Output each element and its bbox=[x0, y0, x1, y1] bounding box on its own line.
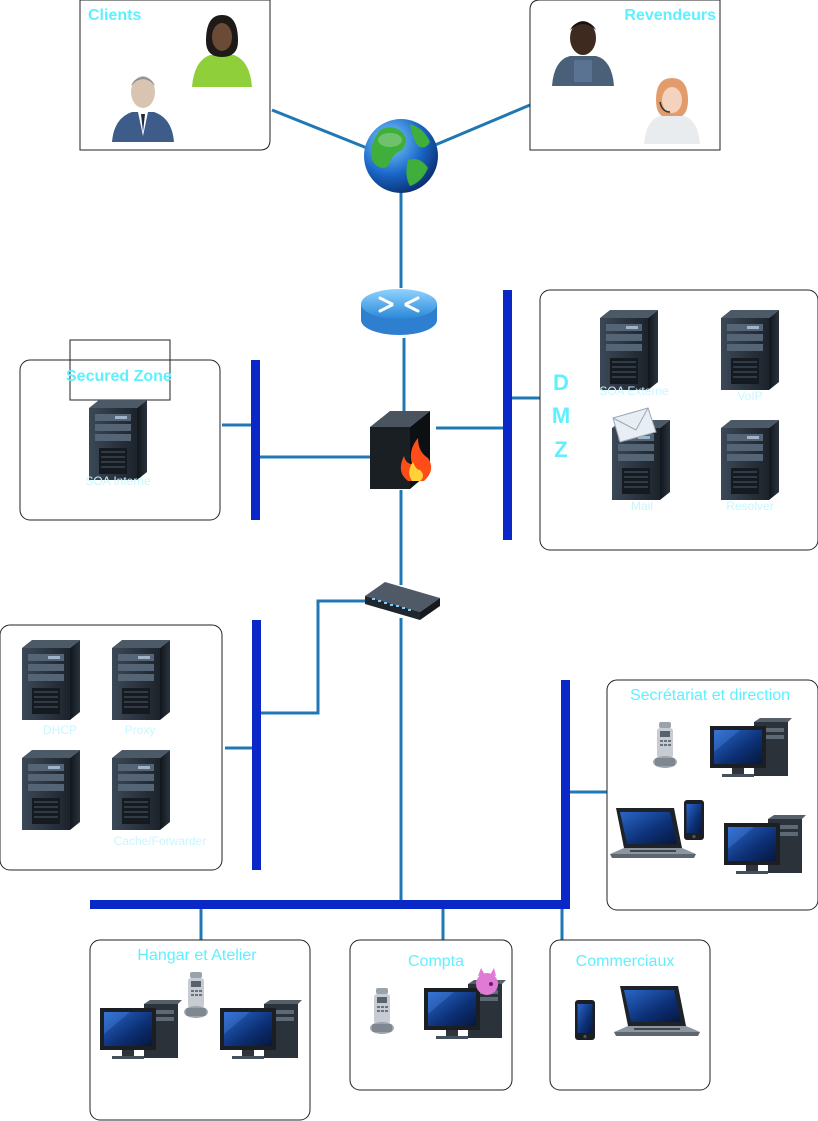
label-soa-externe: SOA Externe bbox=[599, 384, 669, 398]
label-voip: VoIP bbox=[737, 389, 762, 403]
piggy-bank-icon bbox=[476, 968, 498, 995]
label-cache-forwarder: Cache/Forwarder bbox=[114, 834, 207, 848]
dmz-letter-z: Z bbox=[554, 437, 567, 462]
label-mail: Mail bbox=[631, 499, 653, 513]
person-icon-client-man bbox=[112, 76, 174, 142]
person-icon-reseller-operator bbox=[644, 78, 700, 144]
server-icon-resolver bbox=[720, 419, 780, 501]
server-icon-dhcp bbox=[21, 639, 81, 721]
secretariat-box bbox=[606, 679, 818, 911]
commerciaux-title: Commerciaux bbox=[576, 953, 675, 970]
revendeurs-title: Revendeurs bbox=[624, 7, 716, 24]
link-revendeurs-internet bbox=[427, 103, 531, 150]
globe-icon bbox=[364, 119, 438, 193]
switch-icon bbox=[365, 582, 440, 620]
hangar-box bbox=[89, 939, 311, 1121]
person-icon-client-woman bbox=[192, 15, 252, 87]
connection-links bbox=[199, 103, 607, 945]
secured-zone-title: Secured Zone bbox=[66, 368, 172, 385]
server-icon-soa-externe bbox=[599, 309, 659, 391]
server-icon-voip bbox=[720, 309, 780, 391]
bus-secretariat bbox=[561, 680, 570, 908]
compta-title: Compta bbox=[408, 953, 464, 970]
server-icon-cache-forwarder bbox=[111, 749, 171, 831]
server-icon-proxy bbox=[111, 639, 171, 721]
label-proxy: Proxy bbox=[125, 723, 156, 737]
bus-services bbox=[252, 620, 261, 870]
label-soa-interne: SOA Interne bbox=[85, 474, 151, 488]
smartphone-icon-commerciaux bbox=[575, 1000, 595, 1040]
bus-bars bbox=[90, 290, 570, 909]
dmz-letter-d: D bbox=[553, 370, 569, 395]
link-clients-internet bbox=[271, 108, 373, 152]
label-dhcp: DHCP bbox=[43, 723, 77, 737]
person-icon-reseller-man bbox=[552, 21, 614, 86]
bus-secured-zone bbox=[251, 360, 260, 520]
label-resolver: Resolver bbox=[726, 499, 773, 513]
bus-dmz bbox=[503, 290, 512, 540]
server-icon-soa-interne bbox=[88, 399, 148, 481]
mail-icon bbox=[612, 407, 657, 443]
firewall-icon bbox=[370, 411, 432, 489]
bus-lan bbox=[90, 900, 570, 909]
smartphone-icon-secretariat bbox=[684, 800, 704, 840]
clients-title: Clients bbox=[88, 7, 141, 24]
hangar-title: Hangar et Atelier bbox=[137, 947, 257, 964]
link-switch-server-bus bbox=[258, 599, 367, 715]
server-icon-dns-1 bbox=[21, 749, 81, 831]
secretariat-title: Secrétariat et direction bbox=[630, 687, 790, 704]
dmz-letter-m: M bbox=[552, 403, 570, 428]
router-icon bbox=[361, 289, 437, 335]
